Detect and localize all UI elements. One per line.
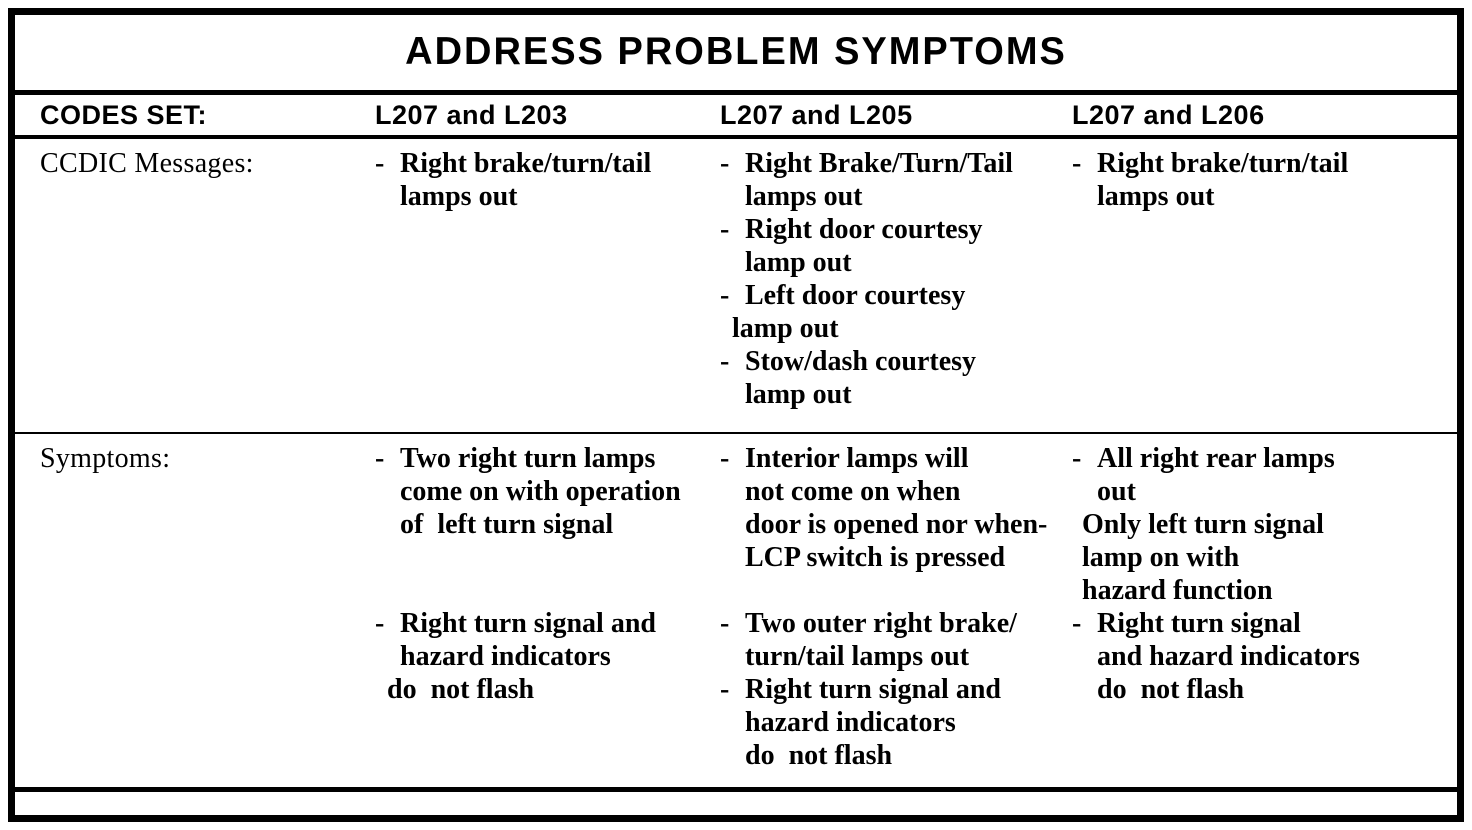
bullet-line: lamp on with (1082, 542, 1240, 573)
column-header-l207-l203: L207 and L203 (375, 99, 568, 130)
bullet-line: lamps out (745, 181, 863, 212)
bullet-line: and hazard indicators (1097, 641, 1360, 672)
bullet-dash: - (720, 443, 730, 474)
title-row: ADDRESS PROBLEM SYMPTOMS (15, 14, 1457, 91)
bullet-line: lamp out (745, 247, 852, 278)
row-label: CCDIC Messages: (40, 148, 254, 179)
bullet-line: out (1097, 476, 1136, 507)
bullet-line: not come on when (745, 476, 961, 507)
bullet-line: Stow/dash courtesy (745, 346, 977, 377)
table-header: CODES SET: L207 and L203 L207 and L205 L… (15, 90, 1457, 139)
bullet-line: All right rear lamps (1097, 443, 1335, 474)
bullet-line: lamps out (400, 181, 518, 212)
bullet-line: Right door courtesy (745, 214, 983, 245)
column-header-l207-l205: L207 and L205 (720, 99, 913, 130)
bullet-line: of left turn signal (400, 509, 614, 540)
bullet-line: Right brake/turn/tail (400, 148, 652, 179)
bullet-line: Only left turn signal (1082, 509, 1324, 540)
bullet-line: hazard indicators (745, 707, 956, 738)
bullet-line: LCP switch is pressed (745, 542, 1006, 573)
bullet-line: do not flash (1097, 674, 1245, 705)
bullet-line: Right turn signal and (745, 674, 1001, 705)
bullet-dash: - (720, 608, 730, 639)
bullet-line: do not flash (745, 740, 893, 771)
bullet-item: -Two outer right brake/turn/tail lamps o… (720, 607, 1072, 673)
bullet-line: do not flash (387, 674, 535, 705)
bullet-line: lamps out (1097, 181, 1215, 212)
column-header-l207-l206: L207 and L206 (1072, 99, 1265, 130)
bullet-dash: - (720, 214, 730, 245)
bullet-line: Right Brake/Turn/Tail (745, 148, 1013, 179)
bullet-line: hazard function (1082, 575, 1273, 606)
bullet-dash: - (720, 148, 730, 179)
bullet-line: lamp out (732, 313, 839, 344)
page-title: ADDRESS PROBLEM SYMPTOMS (405, 30, 1067, 74)
bullet-dash: - (720, 674, 730, 705)
bullet-dash: - (1072, 443, 1082, 474)
bullet-dash: - (1072, 148, 1082, 179)
bullet-line: Left door courtesy (745, 280, 966, 311)
bullet-dash: - (375, 443, 385, 474)
bullet-dash: - (720, 346, 730, 377)
bullet-line: Two right turn lamps (400, 443, 656, 474)
bullet-line: Right turn signal (1097, 608, 1301, 639)
bullet-line: Interior lamps will (745, 443, 969, 474)
bullet-dash: - (375, 148, 385, 179)
bullet-line: Right turn signal and (400, 608, 656, 639)
bullet-line: come on with operation (400, 476, 681, 507)
bullet-line: hazard indicators (400, 641, 611, 672)
column-header-codes-set: CODES SET: (40, 99, 208, 130)
bullet-line: door is opened nor when- (745, 509, 1048, 540)
symptoms-table: ADDRESS PROBLEM SYMPTOMS CODES SET: L207… (8, 8, 1464, 822)
bullet-dash: - (720, 280, 730, 311)
bullet-dash: - (1072, 608, 1082, 639)
bullet-line: lamp out (745, 379, 852, 410)
bullet-line: turn/tail lamps out (745, 641, 970, 672)
row-label: Symptoms: (40, 443, 171, 474)
bullet-line: Two outer right brake/ (745, 608, 1017, 639)
bullet-line: Right brake/turn/tail (1097, 148, 1349, 179)
bullet-dash: - (375, 608, 385, 639)
bullet-lines: Two outer right brake/turn/tail lamps ou… (745, 607, 1017, 673)
